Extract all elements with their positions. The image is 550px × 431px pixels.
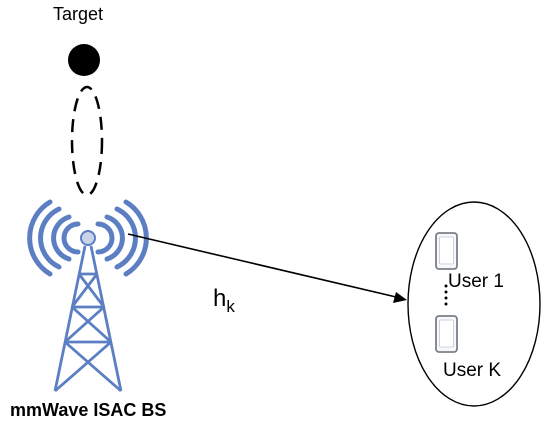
target-label: Target bbox=[53, 4, 104, 24]
phone-icon-user-1 bbox=[435, 232, 458, 270]
user-cluster bbox=[407, 201, 541, 407]
target-dot bbox=[68, 44, 100, 76]
user-k-label: User K bbox=[443, 360, 502, 381]
sensing-beam bbox=[70, 85, 104, 197]
tower-icon bbox=[53, 230, 123, 393]
user-1-label: User 1 bbox=[448, 271, 504, 292]
channel-symbol: h bbox=[213, 285, 227, 312]
users-ellipsis bbox=[444, 284, 448, 306]
base-station-label: mmWave ISAC BS bbox=[10, 400, 167, 420]
channel-arrow bbox=[127, 233, 407, 303]
phone-icon-user-k bbox=[435, 315, 458, 353]
channel-label: hk bbox=[213, 285, 235, 317]
channel-subscript: k bbox=[226, 297, 235, 316]
